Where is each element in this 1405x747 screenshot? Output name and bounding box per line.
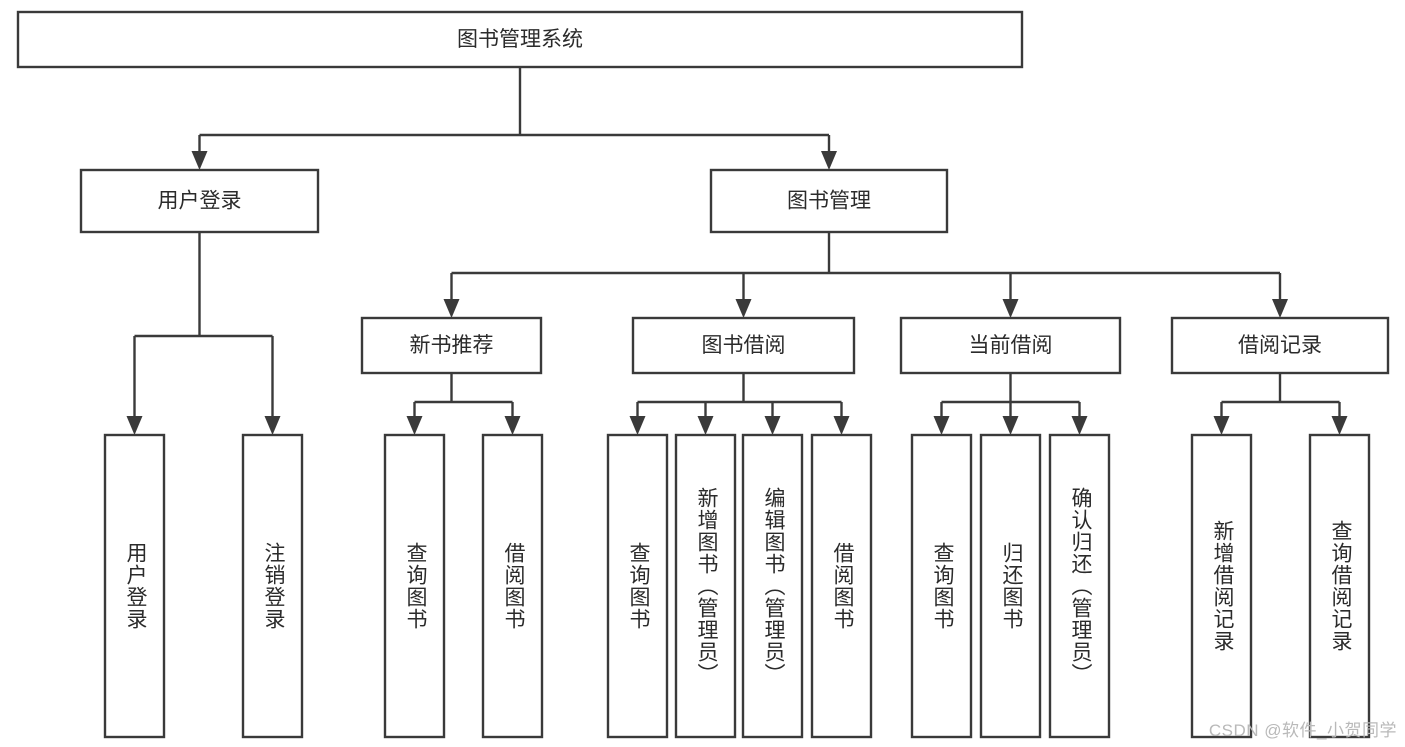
- node-box-user-login[interactable]: [79, 168, 320, 234]
- csdn-watermark: CSDN @软件_小贺同学: [1208, 721, 1397, 740]
- arrow-head-leaf-add-book-admin: [697, 416, 714, 435]
- node-box-book-management[interactable]: [709, 168, 949, 234]
- arrow-head-level3-1: [735, 299, 752, 318]
- arrow-head-leaf-user-login: [126, 416, 143, 435]
- node-box-leaf-user-login[interactable]: [103, 433, 166, 739]
- node-label-borrow-record: 借阅记录: [1238, 334, 1322, 357]
- arrow-head-leaf-query-book-cur: [933, 416, 950, 435]
- arrow-head-leaf-add-record: [1213, 416, 1230, 435]
- arrow-head-leaf-borrow-book-bor: [833, 416, 850, 435]
- node-box-leaf-edit-book-admin[interactable]: [741, 433, 804, 739]
- arrow-head-leaf-query-book-bor: [629, 416, 646, 435]
- node-label-user-login: 用户登录: [158, 190, 242, 213]
- node-box-book-borrow[interactable]: [631, 316, 856, 375]
- node-label-new-book-recommend: 新书推荐: [410, 334, 494, 357]
- arrow-head-leaf-borrow-book-rec: [504, 416, 521, 435]
- arrow-head-leaf-logout-login: [264, 416, 281, 435]
- node-box-leaf-confirm-return[interactable]: [1048, 433, 1111, 739]
- arrow-head-leaf-confirm-return: [1071, 416, 1088, 435]
- node-label-root: 图书管理系统: [457, 28, 583, 51]
- node-label-book-management: 图书管理: [787, 190, 871, 213]
- arrow-head-leaf-query-book-rec: [406, 416, 423, 435]
- node-box-leaf-add-record[interactable]: [1190, 433, 1253, 739]
- arrow-head-level2-1: [821, 151, 837, 170]
- node-box-leaf-logout-login[interactable]: [241, 433, 304, 739]
- arrow-head-leaf-return-book: [1002, 416, 1019, 435]
- node-label-current-borrow: 当前借阅: [969, 334, 1053, 357]
- node-box-leaf-query-record[interactable]: [1308, 433, 1371, 739]
- node-box-leaf-borrow-book-rec[interactable]: [481, 433, 544, 739]
- node-box-leaf-query-book-rec[interactable]: [383, 433, 446, 739]
- arrow-head-leaf-query-record: [1331, 416, 1348, 435]
- arrow-head-leaf-edit-book-admin: [764, 416, 781, 435]
- node-box-leaf-query-book-bor[interactable]: [606, 433, 669, 739]
- arrow-head-level3-3: [1272, 299, 1288, 318]
- arrow-head-level3-2: [1002, 299, 1019, 318]
- node-box-leaf-borrow-book-bor[interactable]: [810, 433, 873, 739]
- arrow-head-level3-0: [443, 299, 460, 318]
- node-box-root[interactable]: [16, 10, 1024, 69]
- node-box-leaf-query-book-cur[interactable]: [910, 433, 973, 739]
- arrow-head-level2-0: [191, 151, 208, 170]
- node-box-borrow-record[interactable]: [1170, 316, 1390, 375]
- node-box-leaf-return-book[interactable]: [979, 433, 1042, 739]
- node-box-leaf-add-book-admin[interactable]: [674, 433, 737, 739]
- node-label-book-borrow: 图书借阅: [702, 334, 786, 357]
